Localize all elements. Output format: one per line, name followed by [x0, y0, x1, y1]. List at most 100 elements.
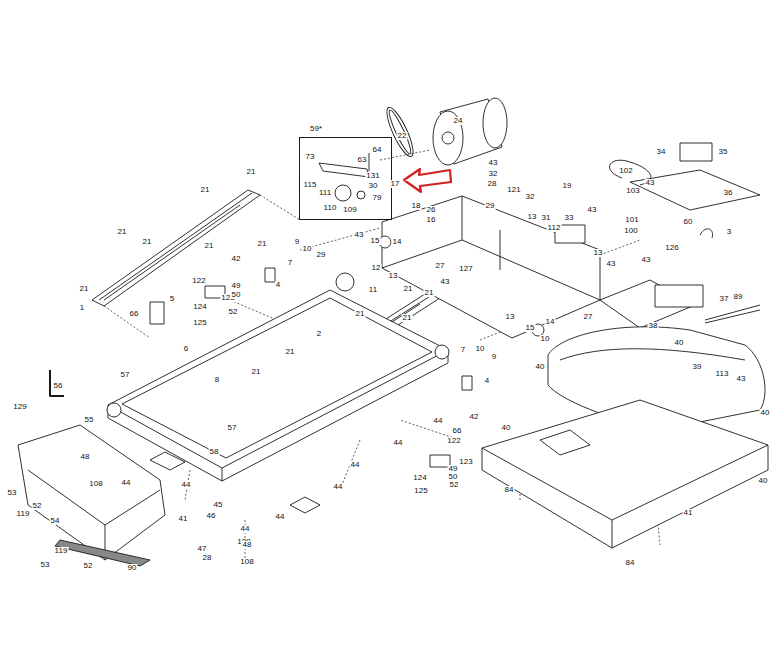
callout-number: 21 [117, 228, 128, 236]
callout-number: 54 [50, 517, 61, 525]
callout-number: 43 [488, 159, 499, 167]
callout-number: 90 [127, 564, 138, 572]
callout-number: 43 [440, 278, 451, 286]
callout-number: 89 [733, 293, 744, 301]
callout-number: 38 [648, 322, 659, 330]
callout-number: 24 [453, 117, 464, 125]
callout-number: 112 [547, 224, 562, 232]
callout-number: 66 [452, 427, 463, 435]
callout-number: 10 [540, 335, 551, 343]
callout-number: 10 [475, 345, 486, 353]
isolator [462, 376, 472, 390]
callout-number: 43 [641, 256, 652, 264]
callout-number: 14 [392, 238, 403, 246]
side-rail [92, 190, 260, 306]
callout-number: 108 [88, 480, 103, 488]
callout-number: 79 [372, 194, 383, 202]
control-board [680, 143, 712, 161]
callout-number: 21 [285, 348, 296, 356]
callout-number: 124 [412, 474, 427, 482]
callout-number: 52 [83, 562, 94, 570]
callout-number: 21 [246, 168, 257, 176]
callout-number: 26 [426, 206, 437, 214]
hood-edge [560, 349, 745, 360]
callout-number: 44 [433, 417, 444, 425]
callout-number: 44 [350, 461, 361, 469]
callout-group-box: 59*7364631151111313011010979 [299, 123, 392, 220]
wire [705, 305, 760, 323]
callout-number: 125 [413, 487, 428, 495]
callout-number: 29 [316, 251, 327, 259]
callout-number: 119 [54, 547, 69, 555]
callout-number: 42 [231, 255, 242, 263]
callout-number: 52 [449, 481, 460, 489]
callout-number: 13 [527, 213, 538, 221]
callout-number: 17 [390, 180, 401, 188]
callout-number: 122 [191, 277, 206, 285]
pointer-arrow [404, 169, 451, 192]
callout-number: 84 [504, 486, 515, 494]
callout-number: 8 [214, 376, 220, 384]
callout-number: 63 [357, 156, 368, 164]
callout-number: 52 [228, 308, 239, 316]
callout-number: 55 [84, 416, 95, 424]
callout-number: 41 [683, 509, 694, 517]
motor-end [433, 111, 463, 165]
callout-number: 53 [40, 561, 51, 569]
callout-number: 100 [623, 227, 638, 235]
callout-number: 41 [178, 515, 189, 523]
callout-number: 36 [723, 189, 734, 197]
callout-number: 32 [525, 193, 536, 201]
callout-number: 10 [302, 245, 313, 253]
callout-number: 21 [257, 240, 268, 248]
callout-number: 30 [368, 182, 379, 190]
callout-number: 1 [79, 304, 85, 312]
callout-number: 13 [593, 249, 604, 257]
callout-number: 21 [251, 368, 262, 376]
callout-number: 49 [448, 465, 459, 473]
callout-number: 16 [426, 216, 437, 224]
callout-number: 50 [231, 291, 242, 299]
deck-bracket [150, 452, 320, 513]
callout-number: 31 [541, 214, 552, 222]
callout-number: 6 [183, 345, 189, 353]
callout-number: 42 [469, 413, 480, 421]
callout-number: 3 [726, 228, 732, 236]
callout-number: 44 [393, 439, 404, 447]
callout-number: 33 [564, 214, 575, 222]
callout-number: 122 [446, 437, 461, 445]
callout-number: 43 [606, 260, 617, 268]
motor-tray [482, 400, 768, 548]
callout-number: 109 [342, 206, 357, 214]
controller [655, 285, 703, 307]
callout-number: 15 [525, 324, 536, 332]
callout-number: 7 [460, 346, 466, 354]
callout-number: 27 [583, 313, 594, 321]
callout-number: 21 [79, 285, 90, 293]
callout-number: 21 [402, 314, 413, 322]
callout-number: 131 [365, 172, 380, 180]
bolt [369, 153, 370, 171]
drive-belt [382, 105, 418, 160]
group-heading: 59* [309, 125, 323, 133]
callout-number: 103 [625, 187, 640, 195]
bracket [150, 302, 164, 324]
deck-frame [108, 290, 448, 468]
callout-number: 110 [323, 204, 338, 212]
callout-number: 7 [287, 259, 293, 267]
callout-number: 44 [275, 513, 286, 521]
flywheel [336, 273, 354, 291]
callout-number: 43 [736, 375, 747, 383]
callout-number: 49 [231, 282, 242, 290]
callout-number: 40 [758, 477, 769, 485]
callout-number: 123 [458, 458, 473, 466]
callout-number: 127 [458, 265, 473, 273]
callout-number: 64 [372, 146, 383, 154]
callout-number: 19 [562, 182, 573, 190]
callout-number: 57 [227, 424, 238, 432]
callout-number: 102 [618, 167, 633, 175]
callout-number: 28 [202, 554, 213, 562]
callout-number: 115 [303, 181, 318, 189]
